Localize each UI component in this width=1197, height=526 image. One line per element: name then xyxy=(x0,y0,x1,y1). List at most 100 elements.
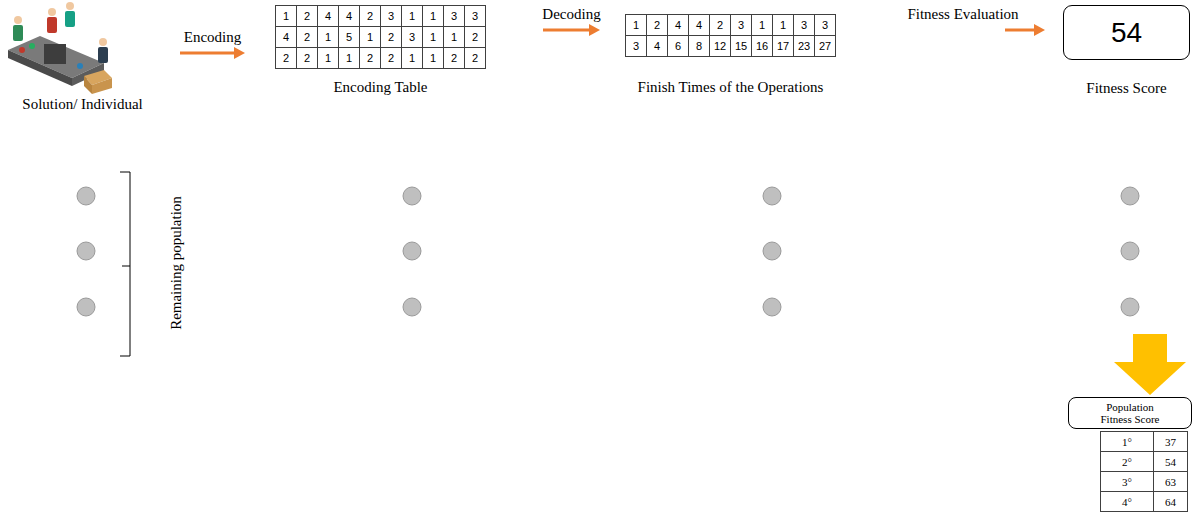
table-cell: 1 xyxy=(423,27,443,47)
individual-dot xyxy=(77,298,95,316)
score-value: 54 xyxy=(1111,17,1142,49)
individual-dot xyxy=(763,298,781,316)
table-cell: 2 xyxy=(381,48,401,68)
arrow-shaft xyxy=(543,29,591,32)
ranking-table: 1°372°543°634°64 xyxy=(1100,431,1188,512)
caption-text: Fitness Score xyxy=(1086,80,1166,97)
individual-dot xyxy=(763,187,781,205)
table-cell: 2 xyxy=(465,27,485,47)
worker-body xyxy=(13,25,23,41)
table-cell: 63 xyxy=(1154,472,1187,491)
individual-dot xyxy=(1121,187,1139,205)
cardboard-box xyxy=(84,76,92,94)
table-cell: 2 xyxy=(647,15,667,35)
table-cell: 4 xyxy=(689,15,709,35)
table-cell: 3° xyxy=(1101,472,1153,491)
table-cell: 8 xyxy=(689,36,709,56)
table-cell: 1 xyxy=(626,15,646,35)
table-cell: 37 xyxy=(1154,432,1187,451)
cardboard-box xyxy=(92,78,112,94)
arrow-head xyxy=(589,24,600,36)
step-label: Decoding xyxy=(542,6,600,23)
table-cell: 1 xyxy=(402,48,422,68)
table-cell: 2 xyxy=(360,6,380,26)
worker-head xyxy=(66,2,74,10)
individual-dot xyxy=(77,187,95,205)
table-cell: 3 xyxy=(815,15,835,35)
table-cell: 4 xyxy=(276,27,296,47)
table-cell: 3 xyxy=(381,6,401,26)
table-cell: 1° xyxy=(1101,432,1153,451)
table-cell: 5 xyxy=(339,27,359,47)
table-cell: 4 xyxy=(339,6,359,26)
individual-dot xyxy=(403,242,421,260)
table-cell: 1 xyxy=(318,48,338,68)
table-cell: 12 xyxy=(710,36,730,56)
table-cell: 27 xyxy=(815,36,835,56)
table-cell: 1 xyxy=(423,6,443,26)
down-arrow xyxy=(1114,334,1186,395)
group-label: Remaining population xyxy=(168,196,185,330)
table-cell: 4 xyxy=(647,36,667,56)
table-cell: 1 xyxy=(423,48,443,68)
worker-head xyxy=(14,16,22,24)
table-cell: 2 xyxy=(297,6,317,26)
flow-arrow xyxy=(1005,24,1045,36)
table-cell: 15 xyxy=(731,36,751,56)
table-cell: 3 xyxy=(402,27,422,47)
individual-dot xyxy=(403,298,421,316)
population-box: Population Fitness Score xyxy=(1068,397,1192,429)
item xyxy=(77,63,83,69)
machine xyxy=(44,44,66,64)
table-cell: 2 xyxy=(276,48,296,68)
table-cell: 3 xyxy=(465,6,485,26)
table-cell: 2 xyxy=(710,15,730,35)
table-cell: 1 xyxy=(752,15,772,35)
caption-text: Solution/ Individual xyxy=(22,96,142,113)
individual-dot xyxy=(77,242,95,260)
arrow-shaft xyxy=(180,52,236,55)
table-cell: 2 xyxy=(297,27,317,47)
caption-text: Encoding Table xyxy=(333,79,427,96)
table-cell: 17 xyxy=(773,36,793,56)
worker-body xyxy=(47,17,57,33)
table-cell: 2 xyxy=(381,27,401,47)
table-cell: 1 xyxy=(276,6,296,26)
arrow-shaft xyxy=(1005,29,1036,32)
table-cell: 1 xyxy=(402,6,422,26)
table-cell: 16 xyxy=(752,36,772,56)
flow-arrow xyxy=(180,47,245,59)
table-cell: 1 xyxy=(318,27,338,47)
finish-times-table: 12442311333468121516172327Finish Times o… xyxy=(625,14,836,57)
factory-illustration xyxy=(8,2,112,94)
table-cell: 2 xyxy=(444,48,464,68)
table-cell: 6 xyxy=(668,36,688,56)
table-cell: 2 xyxy=(360,48,380,68)
table-cell: 3 xyxy=(444,6,464,26)
table-cell: 1 xyxy=(773,15,793,35)
table-cell: 4 xyxy=(668,15,688,35)
table-cell: 3 xyxy=(731,15,751,35)
item xyxy=(19,47,25,53)
step-label: Encoding xyxy=(184,29,242,46)
worker-body xyxy=(98,47,108,63)
table-cell: 3 xyxy=(794,15,814,35)
table-cell: 1 xyxy=(360,27,380,47)
table-cell: 4 xyxy=(318,6,338,26)
fitness-box: 54Fitness Score xyxy=(1063,5,1190,60)
table-cell: 2 xyxy=(297,48,317,68)
table-cell: 64 xyxy=(1154,492,1187,511)
step-label: Fitness Evaluation xyxy=(907,6,1018,23)
arrow-head xyxy=(1034,24,1045,36)
individual-dot xyxy=(1121,242,1139,260)
worker-body xyxy=(65,11,75,27)
solution-figure: Solution/ Individual xyxy=(5,0,160,94)
table-cell: 3 xyxy=(626,36,646,56)
table-cell: 1 xyxy=(339,48,359,68)
table-cell: 23 xyxy=(794,36,814,56)
individual-dot xyxy=(1121,298,1139,316)
individual-dot xyxy=(763,242,781,260)
flow-arrow xyxy=(543,24,600,36)
individual-dot xyxy=(403,187,421,205)
item xyxy=(29,43,35,49)
